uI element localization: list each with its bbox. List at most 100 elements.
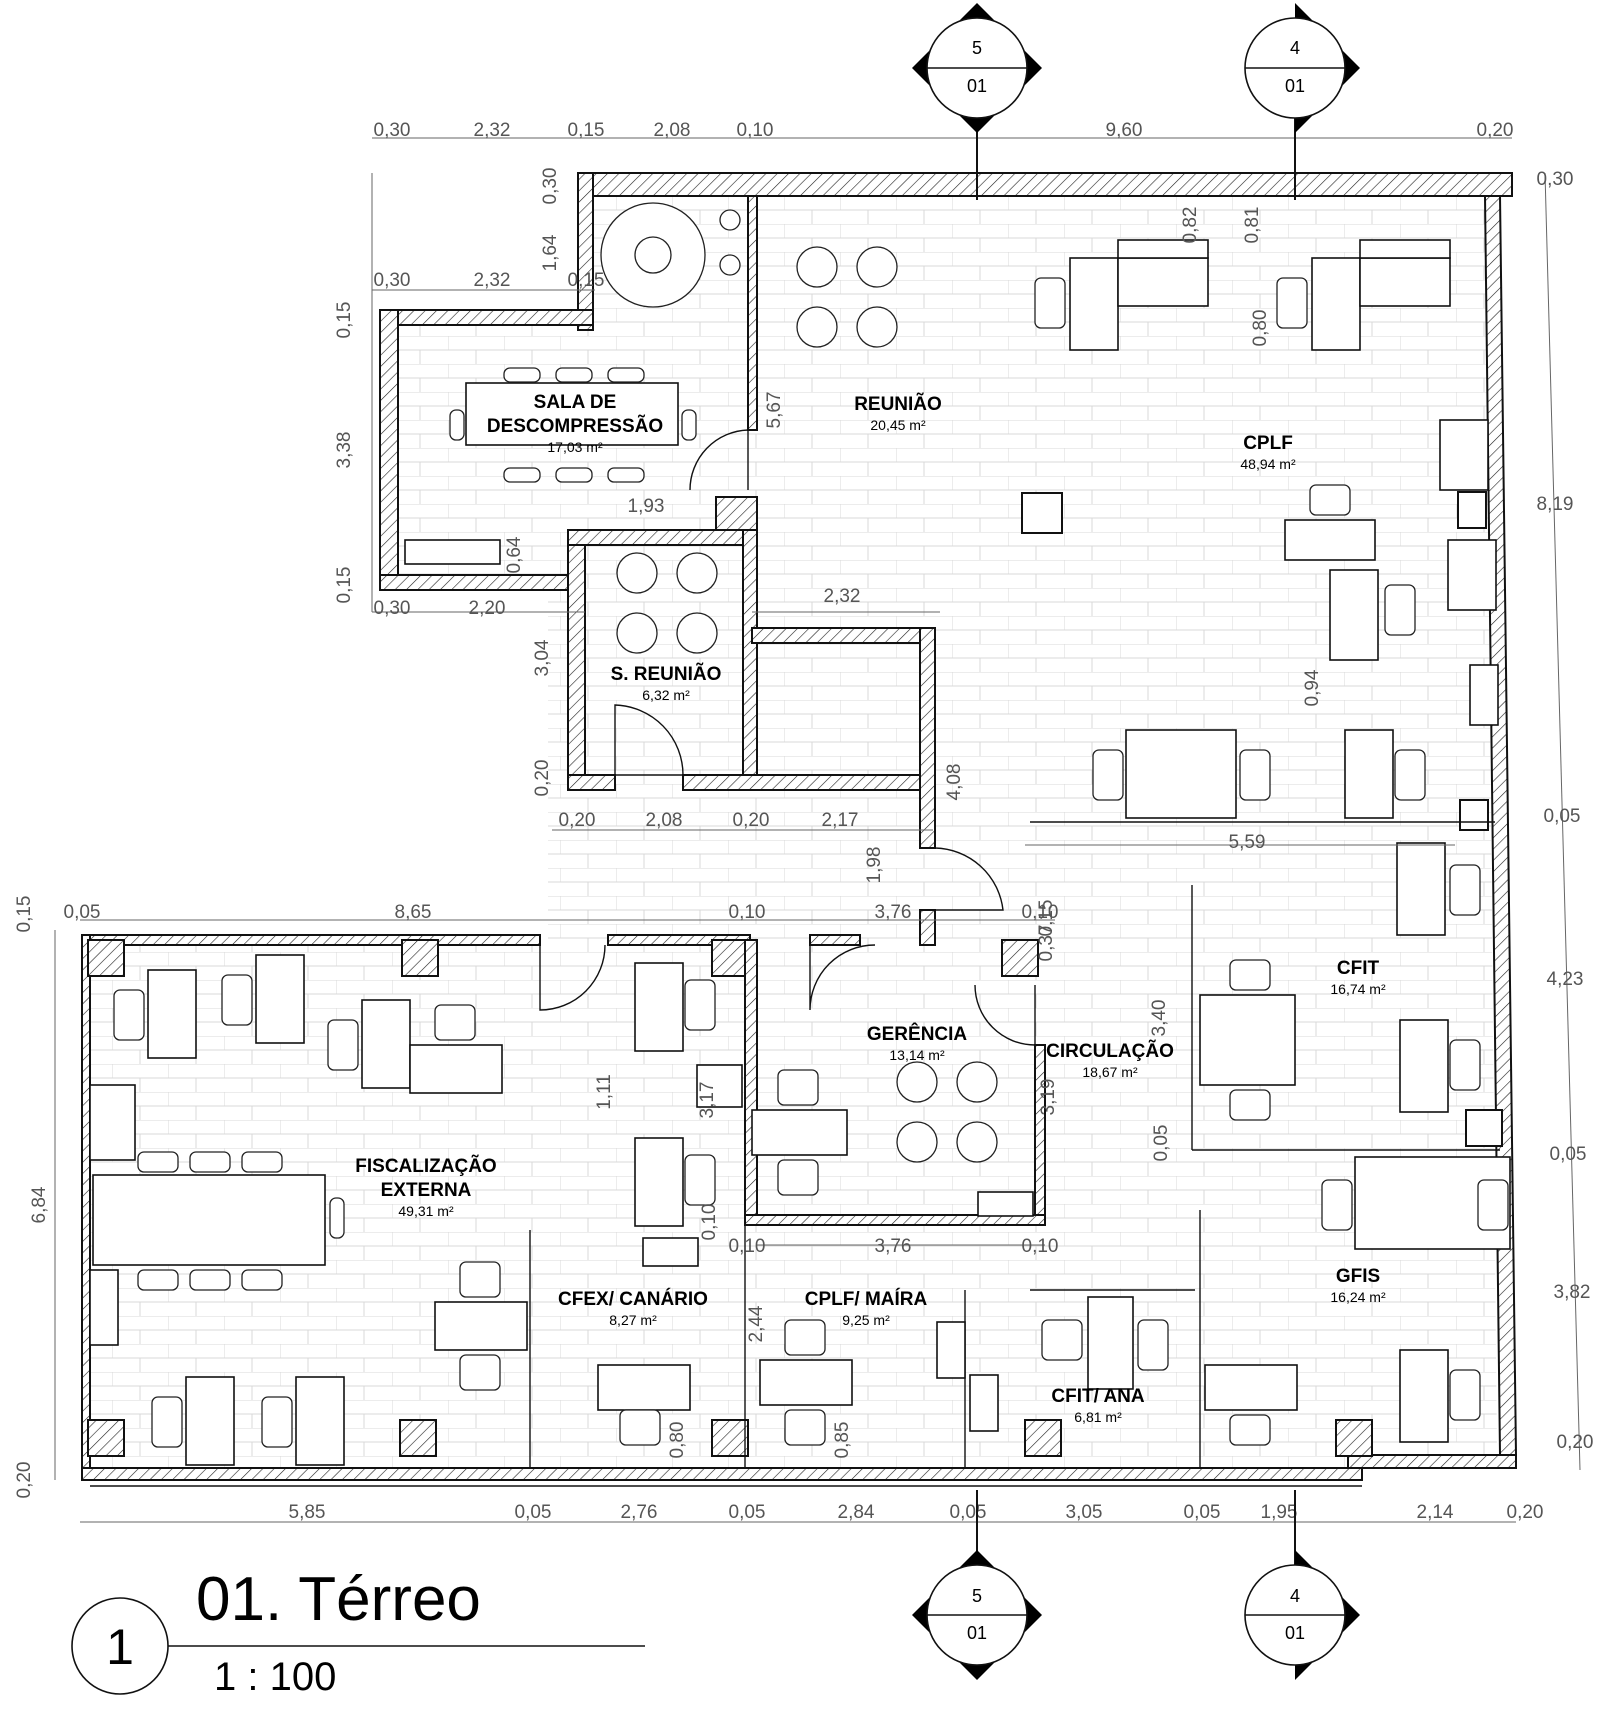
chair [1321,1179,1353,1231]
dimension-label: 8,65 [395,902,432,923]
dimension-label: 0,20 [733,810,770,831]
chair [681,409,697,441]
chair [137,1151,179,1173]
dimension-label: 0,82 [1180,207,1201,244]
dimension-label: 3,76 [875,1236,912,1257]
chair-round [796,306,838,348]
desk [696,1064,743,1108]
chair [555,367,593,383]
dimension-label: 0,20 [532,760,553,797]
desk [1087,1296,1134,1390]
dimension-label: 2,32 [824,586,861,607]
dimension-label: 0,20 [1507,1502,1544,1523]
chair [684,979,716,1031]
desk [89,1084,136,1161]
view-scale: 1 : 100 [214,1655,336,1699]
dimension-label: 0,20 [1557,1432,1594,1453]
chair [1449,1369,1481,1421]
chair [1092,749,1124,801]
desk [1359,239,1451,259]
room-name-line2: DESCOMPRESSÃO [487,415,663,437]
chair [1276,277,1308,329]
furniture-layout [89,202,1511,1466]
room-name: CFEX/ CANÁRIO [558,1288,708,1310]
dimension-label: 0,05 [1544,806,1581,827]
dimension-label: 0,10 [699,1204,720,1241]
dimension-label: 4,08 [944,764,965,801]
dimension-label: 6,84 [29,1186,50,1223]
dimension-label: 0,15 [334,302,355,339]
section-marker-top-5[interactable]: 5 01 [912,3,1042,200]
chair-round [896,1061,938,1103]
section-marker-bottom-4[interactable]: 4 01 [1244,1490,1360,1680]
dimension-label: 3,04 [532,639,553,676]
view-title: 01. Térreo [196,1565,481,1634]
chair [449,409,465,441]
desk [1311,257,1361,351]
room-area: 9,25 m² [842,1312,890,1328]
chair [1229,1414,1271,1446]
dimension-label: 0,85 [832,1422,853,1459]
desk [1117,257,1209,307]
chair [189,1151,231,1173]
column-reuniao [1021,492,1063,534]
dimension-label: 0,80 [1250,310,1271,347]
section-marker-bottom-5[interactable]: 5 01 [912,1490,1042,1680]
chair [137,1269,179,1291]
desk [147,969,197,1059]
chair [777,1069,819,1106]
chair [1137,1319,1169,1371]
section-marker-top-4[interactable]: 4 01 [1244,3,1360,200]
desk [1284,519,1376,561]
dimension-label: 0,64 [504,536,525,573]
chair [329,1197,345,1239]
chair [241,1151,283,1173]
room-area: 6,81 m² [1074,1409,1122,1425]
desk [1469,664,1499,726]
chair-round [719,254,741,276]
chair [113,989,145,1041]
chair [503,467,541,483]
chair [1449,1039,1481,1091]
desk [1199,994,1296,1086]
chair [1309,484,1351,516]
room-name: CFIT [1337,958,1380,979]
section-marker-sheet: 01 [967,1623,987,1643]
chair-round [856,306,898,348]
desk [404,539,501,565]
dimension-label: 3,76 [875,902,912,923]
desk [361,999,411,1089]
round-table-center [634,236,672,274]
dimension-label: 2,08 [646,810,683,831]
room-name-line2: EXTERNA [381,1180,472,1201]
dimension-label: 5,59 [1229,832,1266,853]
chair-round [896,1121,938,1163]
chair [189,1269,231,1291]
desk [1329,569,1379,661]
dimension-label: 9,60 [1106,120,1143,141]
desk [936,1321,966,1379]
dimension-label: 0,05 [64,902,101,923]
desk [409,1044,503,1094]
dimension-label: 0,15 [334,567,355,604]
chair [1384,584,1416,636]
chair [1229,1089,1271,1121]
room-area: 16,74 m² [1330,981,1386,997]
dimension-label: 3,17 [697,1082,718,1119]
dimension-label: 2,76 [621,1502,658,1523]
view-title-block: 1 01. Térreo 1 : 100 [71,1565,645,1699]
desk [634,1137,684,1227]
section-marker-sheet: 01 [1285,1623,1305,1643]
dimension-label: 0,05 [1550,1144,1587,1165]
chair-round [676,552,718,594]
chair-round [856,246,898,288]
chair [434,1004,476,1041]
dimension-label: 0,05 [1184,1502,1221,1523]
section-marker-sheet: 01 [967,76,987,96]
dimension-label: 3,82 [1554,1282,1591,1303]
